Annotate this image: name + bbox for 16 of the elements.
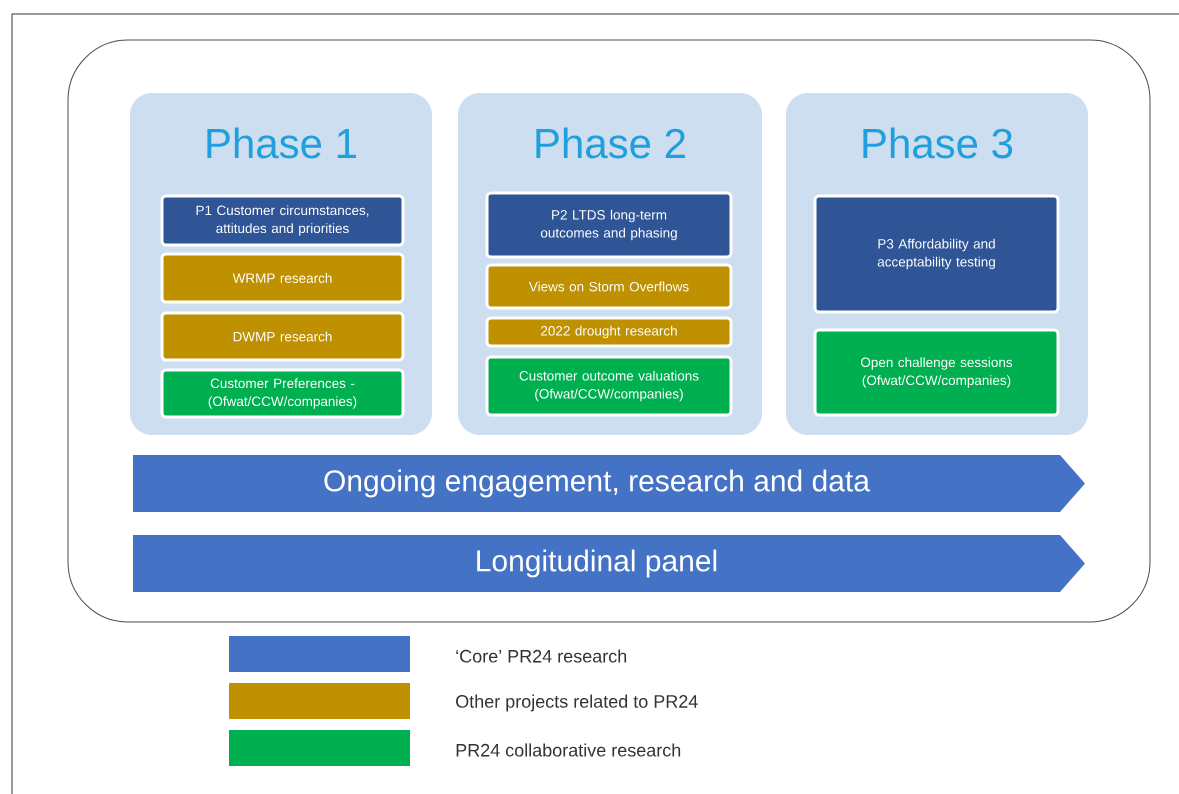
- legend-label: Other projects related to PR24: [456, 694, 698, 712]
- project-box: Open challenge sessions (Ofwat/CCW/companies): [813, 328, 1060, 417]
- project-box: P1 Customer circumstances, attitudes and priorities: [160, 194, 405, 247]
- arrow-band: Ongoing engagement, research and data: [133, 455, 1085, 512]
- legend-label: ‘Core’ PR24 research: [456, 649, 627, 663]
- project-box: Customer Preferences - (Ofwat/CCW/companies): [160, 368, 405, 419]
- outer-frame: [67, 39, 1151, 623]
- project-box: Customer outcome valuations (Ofwat/CCW/companies): [485, 355, 733, 417]
- legend-label: PR24 collaborative research: [456, 743, 681, 757]
- project-box: P2 LTDS long-term outcomes and phasing: [485, 191, 733, 259]
- project-box: WRMP research: [160, 252, 405, 304]
- project-box: DWMP research: [160, 311, 405, 362]
- project-box: 2022 drought research: [485, 316, 733, 348]
- project-box: P3 Affordability and acceptability testing: [813, 194, 1060, 314]
- arrow-band: Longitudinal panel: [133, 535, 1085, 592]
- project-box: Views on Storm Overflows: [485, 263, 733, 310]
